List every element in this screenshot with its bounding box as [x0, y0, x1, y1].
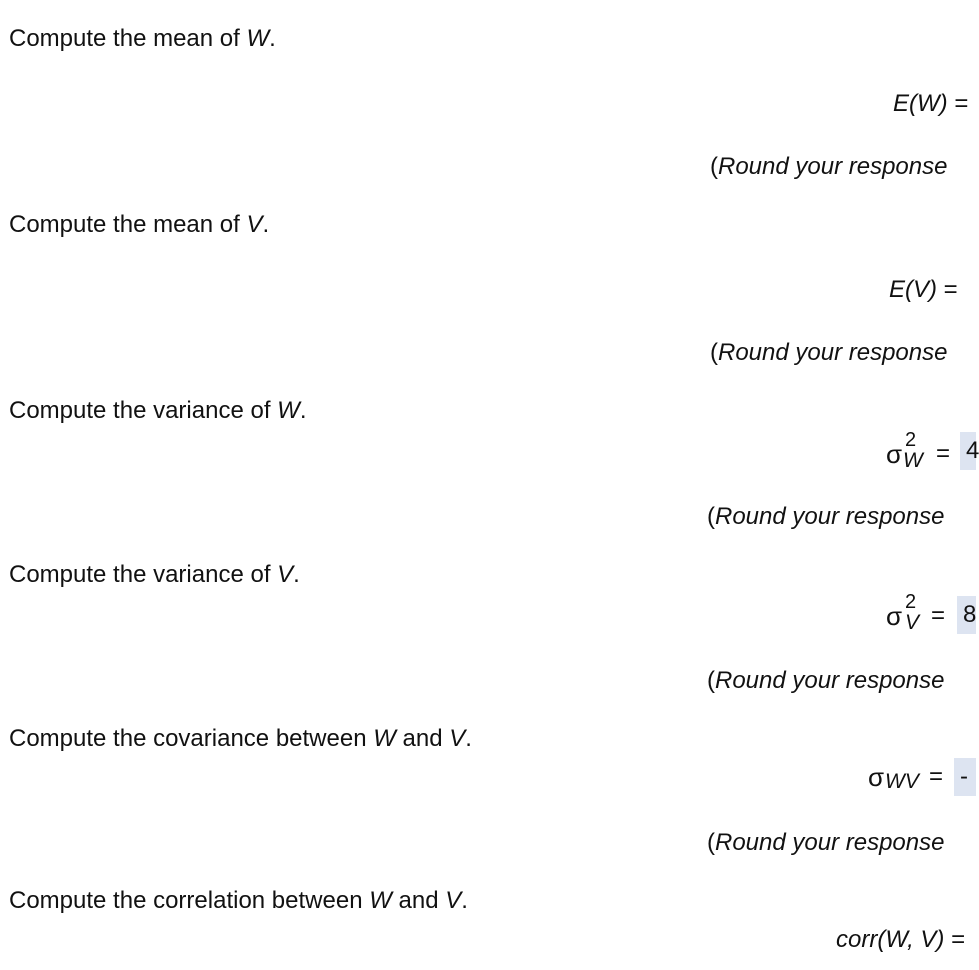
- question-mean-w: Compute the mean of W.: [9, 25, 276, 52]
- round-note-2: (Round your response: [710, 339, 948, 366]
- equation-mean-w: E(W) =: [893, 90, 969, 117]
- question-covariance: Compute the covariance between W and V.: [9, 725, 472, 752]
- round-note-4: (Round your response: [707, 667, 945, 694]
- question-mean-v: Compute the mean of V.: [9, 211, 270, 238]
- equation-variance-w: σ 2 W =: [886, 429, 951, 472]
- round-note-5: (Round your response: [707, 829, 945, 856]
- covariance-answer-input[interactable]: -: [954, 758, 976, 796]
- round-note-1: (Round your response: [710, 153, 948, 180]
- variance-v-answer-input[interactable]: 8: [957, 596, 976, 634]
- equation-covariance: σ WV =: [868, 762, 944, 793]
- round-note-3: (Round your response: [707, 503, 945, 530]
- equation-variance-v: σ 2 V =: [886, 591, 946, 634]
- equation-mean-v: E(V) =: [889, 276, 958, 303]
- question-variance-w: Compute the variance of W.: [9, 397, 307, 424]
- variance-w-answer-input[interactable]: 4: [960, 432, 979, 470]
- equation-correlation: corr(W, V) =: [836, 926, 966, 953]
- question-variance-v: Compute the variance of V.: [9, 561, 300, 588]
- question-correlation: Compute the correlation between W and V.: [9, 887, 468, 914]
